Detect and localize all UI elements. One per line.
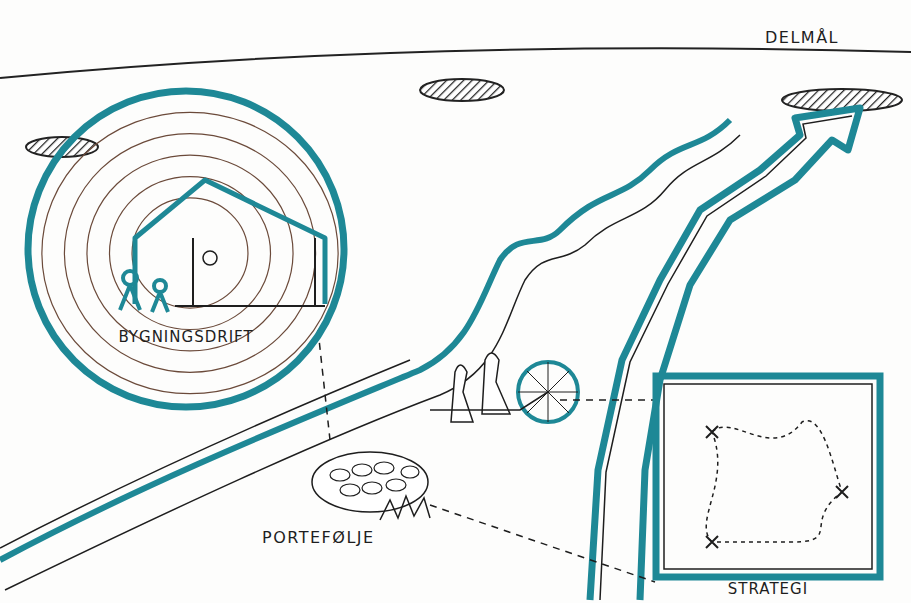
house-walls: [175, 238, 325, 306]
node-label: STRATEGI: [652, 580, 884, 598]
map-cross: [706, 426, 848, 548]
sketch-label: DELMÅL: [765, 28, 839, 47]
treasure-route: [706, 421, 842, 542]
circle-node: BYGNINGSDRIFT: [25, 88, 347, 410]
tree-ring: [132, 198, 248, 308]
map-frame-inner: [664, 384, 872, 569]
residents: [120, 271, 168, 312]
node-outline: [652, 372, 884, 603]
circle-outline: [28, 91, 344, 407]
sketch-label: PORTEFØLJE: [262, 528, 375, 547]
horizon-line: [0, 48, 911, 78]
map-box: STRATEGI: [652, 372, 884, 603]
travellers: [451, 353, 510, 422]
road: [0, 120, 730, 560]
hatched-island: [420, 79, 504, 101]
map-frame: [656, 376, 880, 577]
tree-ring: [42, 112, 338, 393]
basket-items: [330, 462, 419, 496]
node-label: BYGNINGSDRIFT: [25, 328, 347, 346]
cart-frame: [430, 392, 548, 410]
node-outline: [25, 88, 347, 410]
house-window: [203, 251, 217, 265]
house-roof: [135, 180, 325, 304]
basket: [312, 452, 428, 512]
arrow-edge: [600, 116, 852, 600]
goal-arrow: [590, 108, 860, 600]
basket-leaves: [380, 496, 430, 520]
tree-ring: [87, 155, 293, 351]
